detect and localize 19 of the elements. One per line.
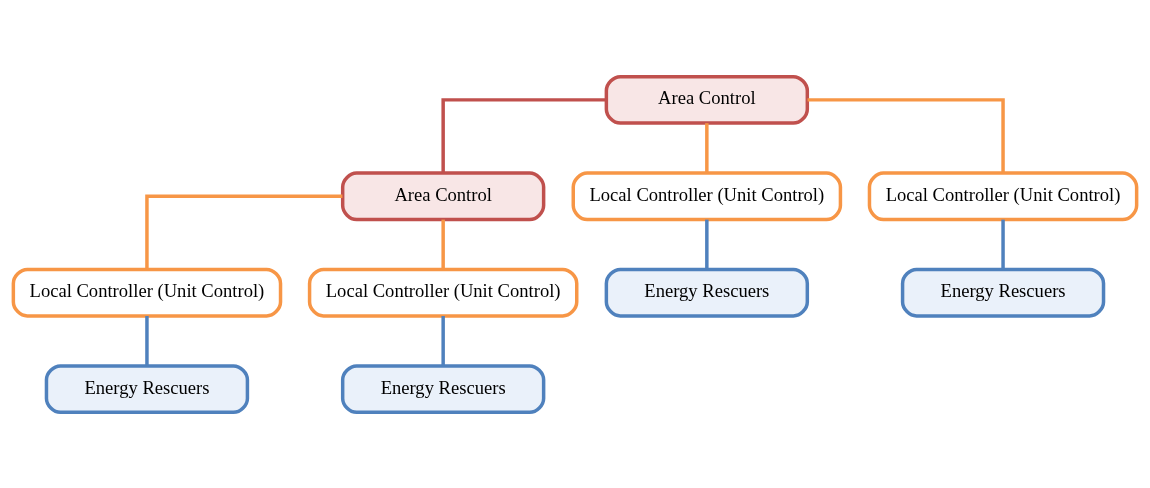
node-box: Energy Rescuers (900, 267, 1106, 318)
node-box: Area Control (604, 74, 810, 125)
node-box: Energy Rescuers (44, 363, 250, 414)
connector (441, 97, 607, 173)
connector (705, 219, 709, 269)
node-box: Energy Rescuers (604, 267, 810, 318)
connector (441, 219, 445, 269)
node-box: Local Controller (Unit Control) (11, 267, 283, 318)
connector (441, 315, 445, 366)
node-box: Energy Rescuers (340, 363, 546, 414)
node-box: Local Controller (Unit Control) (571, 170, 843, 221)
connector (145, 194, 343, 269)
connector (1001, 219, 1005, 269)
node-box: Area Control (340, 170, 546, 221)
node-box: Local Controller (Unit Control) (867, 170, 1139, 221)
connector (705, 122, 709, 173)
connector (807, 97, 1005, 173)
node-box: Local Controller (Unit Control) (307, 267, 579, 318)
connector (145, 315, 149, 366)
